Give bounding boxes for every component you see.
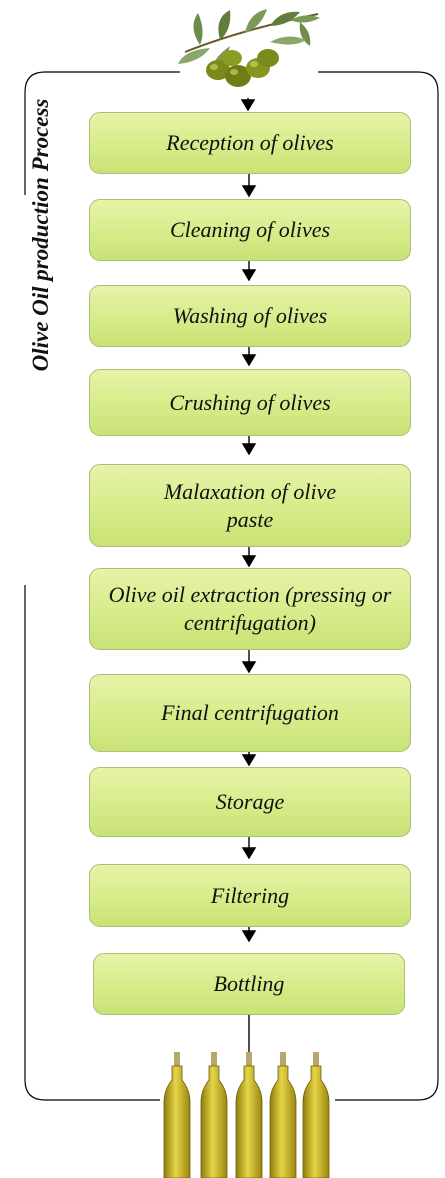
step-malaxation-of-olive-paste: Malaxation of olive paste <box>89 464 411 547</box>
step-washing-of-olives: Washing of olives <box>89 285 411 347</box>
step-cleaning-of-olives: Cleaning of olives <box>89 199 411 261</box>
step-bottling: Bottling <box>93 953 405 1015</box>
step-olive-oil-extraction: Olive oil extraction (pressing or centri… <box>89 568 411 650</box>
step-crushing-of-olives: Crushing of olives <box>89 369 411 436</box>
step-filtering: Filtering <box>89 864 411 927</box>
oil-bottles-icon <box>164 1052 329 1178</box>
frame-line <box>25 585 160 1100</box>
step-storage: Storage <box>89 767 411 837</box>
step-final-centrifugation: Final centrifugation <box>89 674 411 752</box>
olive-branch-icon <box>178 9 320 87</box>
side-title: Olive Oil production Process <box>24 0 58 505</box>
step-reception-of-olives: Reception of olives <box>89 112 411 174</box>
